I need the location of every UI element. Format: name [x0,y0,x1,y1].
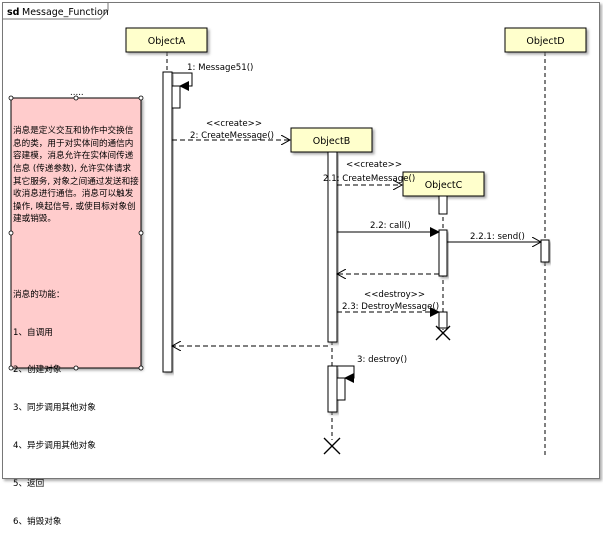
objectd-activation [540,239,550,263]
objectb-label: ObjectB [313,136,350,147]
sequence-diagram: sd Message_Function ObjectA ObjectD Obje… [2,2,600,479]
message-2-2-1-label: 2.2.1: send() [470,232,525,242]
objectd-label: ObjectD [526,36,564,47]
note-dots: ..... [70,88,84,98]
message-2-1-label: 2.1: CreateMessage() [323,174,415,184]
objectc-label: ObjectC [425,180,463,191]
objectc-destroy-mark [435,325,451,341]
message-2-3-stereotype: <<destroy>> [364,290,425,300]
objecta-label: ObjectA [148,36,186,47]
note-line-item: 2、创建对象 [13,365,62,376]
note-box[interactable] [10,97,142,369]
objectb-destroy-mark [323,437,341,455]
message-1-arrow[interactable] [172,72,193,91]
note-line-item: 5、返回 [13,478,45,489]
message-2-1-stereotype: <<create>> [346,160,402,170]
objectb-activation-2 [327,365,338,413]
objectc-activation-2 [438,229,448,277]
frame-keyword: sd [7,7,19,18]
objecta-self-activation [171,85,181,109]
objectc-header[interactable] [402,171,485,197]
objectc-activation-1 [438,195,448,215]
note-handles [8,95,144,371]
objectb-activation [327,151,338,343]
objectb-self-activation [336,377,346,401]
note-line-item: 4、异步调用其他对象 [13,441,96,452]
objecta-activation [162,71,173,373]
note-line-item: 6、销毁对象 [13,516,62,527]
frame-tab [2,2,109,20]
frame-name: Message_Function [22,7,109,18]
objectd-header[interactable] [504,27,587,53]
message-3-label: 3: destroy() [357,355,407,365]
message-2-3-label: 2.3: DestroyMessage() [342,302,439,312]
message-3-arrow[interactable] [337,365,355,383]
note-line-item: 1、自调用 [13,327,53,338]
note-line-heading: 消息的功能： [13,289,65,300]
note-line-item: 3、同步调用其他对象 [13,403,96,414]
message-2-stereotype: <<create>> [206,119,262,129]
message-2-label: 2: CreateMessage() [190,131,274,141]
note-line-blank [13,251,139,264]
message-2-2-label: 2.2: call() [370,221,411,231]
objecta-header[interactable] [125,27,208,53]
note-text: 消息是定义交互和协作中交换信息的类，用于对实体间的通信内容建模，消息允许在实体间… [13,100,139,541]
note-line-description: 消息是定义交互和协作中交换信息的类，用于对实体间的通信内容建模，消息允许在实体间… [13,126,139,225]
message-1-label: 1: Message51() [187,63,253,73]
objectc-activation-3 [438,311,448,329]
